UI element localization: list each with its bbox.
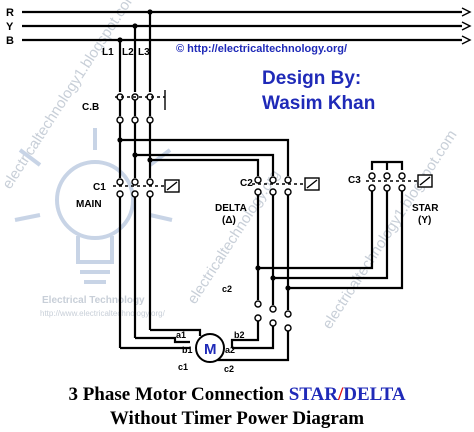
star-label: STAR: [412, 203, 439, 214]
contactor-c1-main: C1 MAIN: [76, 123, 180, 210]
contactor-c3-star: C3 STAR (Y): [348, 160, 439, 226]
title-delta: DELTA: [343, 384, 406, 405]
c2-wire-label: c2: [222, 284, 232, 294]
delta-label: DELTA: [215, 203, 247, 214]
motor-terminal-a1: a1: [176, 330, 186, 340]
logo-title: Electrical Technology: [42, 295, 145, 306]
motor-terminal-b1: b1: [182, 345, 193, 355]
delta-symbol: (Δ): [222, 215, 236, 226]
line-label-b: B: [6, 35, 14, 47]
motor-terminal-c1: c1: [178, 362, 188, 372]
lightbulb-logo-icon: [14, 128, 173, 284]
title-prefix: 3 Phase Motor Connection: [68, 384, 288, 405]
supply-drops: L1 L2 L3: [102, 9, 153, 92]
star-feed-wires: c2: [222, 191, 404, 294]
contactor-c1-label: C1: [93, 182, 106, 193]
line-label-r: R: [6, 7, 14, 19]
line-label-y: Y: [6, 21, 14, 33]
main-label: MAIN: [76, 199, 102, 210]
motor: M a1 b1 c1 a2 b2 c2: [176, 330, 245, 374]
title-slash: /: [337, 384, 344, 405]
star-symbol: (Y): [418, 215, 431, 226]
design-by-label: Design By:: [262, 68, 361, 89]
circuit-breaker: C.B: [82, 90, 166, 124]
motor-symbol: M: [204, 341, 217, 358]
motor-terminal-a2: a2: [225, 345, 235, 355]
contactor-c3-label: C3: [348, 175, 361, 186]
website-link[interactable]: © http://electricaltechnology.org/: [176, 43, 347, 55]
delta-feed-wires: [117, 137, 290, 176]
motor-feed-wires: [118, 197, 202, 350]
breaker-label: C.B: [82, 102, 99, 113]
diagram-title-line2: Without Timer Power Diagram: [110, 408, 364, 429]
watermark-text-right: electricaltechnology1.blogspot.com: [319, 127, 460, 332]
supply-label-l2: L2: [122, 47, 134, 58]
motor-terminal-c2: c2: [224, 364, 234, 374]
logo-url: http://www.electricaltechnology.org/: [40, 309, 166, 318]
supply-bus: R Y B: [6, 7, 472, 47]
supply-label-l3: L3: [138, 47, 150, 58]
motor-terminal-b2: b2: [234, 330, 245, 340]
supply-label-l1: L1: [102, 47, 114, 58]
diagram-title-line1: 3 Phase Motor Connection STAR/DELTA: [68, 384, 405, 405]
contactor-c2-delta: C2 DELTA (Δ): [215, 176, 320, 310]
designer-name: Wasim Khan: [262, 93, 375, 114]
contactor-c2-label: C2: [240, 178, 253, 189]
watermark-text-center: electricaltechnology.org: [184, 167, 283, 307]
title-star: STAR: [289, 384, 339, 405]
